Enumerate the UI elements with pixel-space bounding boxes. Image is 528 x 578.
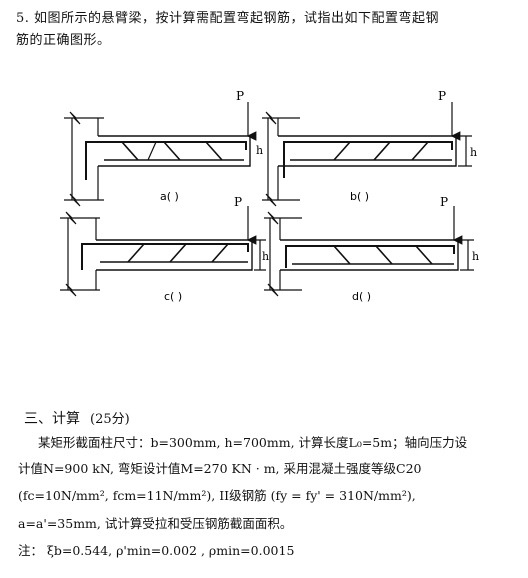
height-label-c: h	[262, 250, 269, 263]
figure-label-c: c( )	[164, 290, 182, 303]
figure-d	[264, 206, 474, 297]
question-5-line1: 5. 如图所示的悬臂梁，按计算需配置弯起钢筋，试指出如下配置弯起钢	[16, 11, 440, 26]
figure-label-b: b( )	[350, 190, 369, 203]
load-label-a: P	[236, 89, 244, 103]
figure-b	[262, 102, 472, 207]
problem-note: 注： ξb=0.544, ρ'min=0.002 , ρmin=0.0015	[18, 543, 295, 558]
question-5: 5. 如图所示的悬臂梁，按计算需配置弯起钢筋，试指出如下配置弯起钢 筋的正确图形…	[16, 8, 516, 52]
section-3-points: (25分)	[90, 412, 130, 427]
load-label-c: P	[234, 195, 242, 209]
figure-c	[60, 206, 266, 297]
beam-diagrams: P a( ) P h h b( ) P h c( )	[60, 89, 479, 303]
section-3-heading: 三、计算	[24, 411, 80, 427]
problem-line-2: 计值N=900 kN, 弯矩设计值M=270 KN · m, 采用混凝土强度等级…	[18, 461, 422, 476]
height-label-b-left: h	[256, 144, 263, 157]
load-label-d: P	[440, 195, 448, 209]
section-3-title: 三、计算 (25分)	[24, 408, 130, 428]
figure-label-a: a( )	[160, 190, 179, 203]
figure-label-d: d( )	[352, 290, 371, 303]
problem-line-4: a=a'=35mm, 试计算受拉和受压钢筋截面面积。	[18, 516, 293, 531]
problem-line-1: 某矩形截面柱尺寸：b=300mm, h=700mm, 计算长度L₀=5m；轴向压…	[38, 435, 468, 450]
height-label-d: h	[472, 250, 479, 263]
height-label-b: h	[470, 146, 477, 159]
figure-a	[64, 102, 257, 207]
question-5-line2: 筋的正确图形。	[16, 33, 111, 48]
problem-line-3: (fc=10N/mm², fcm=11N/mm²), II级钢筋 (fy = f…	[18, 488, 416, 503]
load-label-b: P	[438, 89, 446, 103]
